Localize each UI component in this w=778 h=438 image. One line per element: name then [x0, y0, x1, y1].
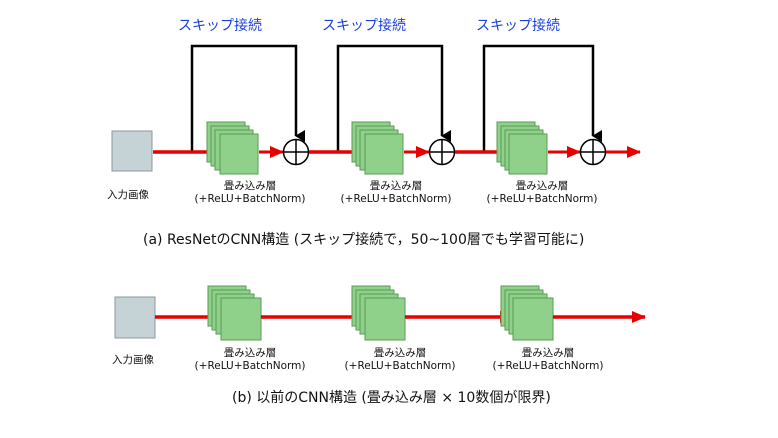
conv-sub: (+ReLU+BatchNorm)	[344, 360, 456, 372]
conv-label-a-1: 畳み込み層 (+ReLU+BatchNorm)	[190, 180, 310, 206]
skip-connection-2	[336, 44, 451, 152]
conv-name: 畳み込み層	[369, 180, 423, 192]
conv-sub: (+ReLU+BatchNorm)	[194, 360, 306, 372]
conv-name: 畳み込み層	[223, 347, 277, 359]
skip-label-2: スキップ接続	[322, 18, 406, 34]
conv-stack-b-1	[207, 285, 262, 341]
add-node-a-2	[428, 138, 456, 166]
conv-name: 畳み込み層	[373, 347, 427, 359]
skip-label-1: スキップ接続	[178, 18, 262, 34]
caption-a: (a) ResNetのCNN構造 (スキップ接続で，50~100層でも学習可能に…	[143, 232, 585, 248]
conv-name: 畳み込み層	[515, 180, 569, 192]
caption-b: (b) 以前のCNN構造 (畳み込み層 × 10数個が限界)	[232, 390, 551, 406]
conv-stack-b-3	[500, 285, 554, 341]
input-image-box-a	[111, 130, 153, 172]
conv-label-b-1: 畳み込み層 (+ReLU+BatchNorm)	[190, 347, 310, 373]
conv-sub: (+ReLU+BatchNorm)	[492, 360, 604, 372]
conv-sub: (+ReLU+BatchNorm)	[486, 193, 598, 205]
input-image-box-b	[114, 296, 156, 339]
conv-name: 畳み込み層	[521, 347, 575, 359]
conv-label-b-3: 畳み込み層 (+ReLU+BatchNorm)	[488, 347, 608, 373]
conv-sub: (+ReLU+BatchNorm)	[340, 193, 452, 205]
input-image-label-a: 入力画像	[107, 189, 149, 201]
conv-label-b-2: 畳み込み層 (+ReLU+BatchNorm)	[340, 347, 460, 373]
input-image-label-b: 入力画像	[112, 354, 154, 366]
conv-name: 畳み込み層	[223, 180, 277, 192]
conv-stack-a-2	[351, 121, 404, 175]
skip-connection-3	[482, 44, 602, 152]
skip-connection-1	[190, 44, 305, 152]
skip-label-3: スキップ接続	[476, 18, 560, 34]
conv-stack-b-2	[351, 285, 406, 341]
conv-sub: (+ReLU+BatchNorm)	[194, 193, 306, 205]
add-node-a-1	[282, 138, 310, 166]
conv-label-a-2: 畳み込み層 (+ReLU+BatchNorm)	[336, 180, 456, 206]
conv-label-a-3: 畳み込み層 (+ReLU+BatchNorm)	[482, 180, 602, 206]
add-node-a-3	[579, 138, 607, 166]
conv-stack-a-1	[206, 121, 259, 175]
conv-stack-a-3	[496, 121, 548, 175]
